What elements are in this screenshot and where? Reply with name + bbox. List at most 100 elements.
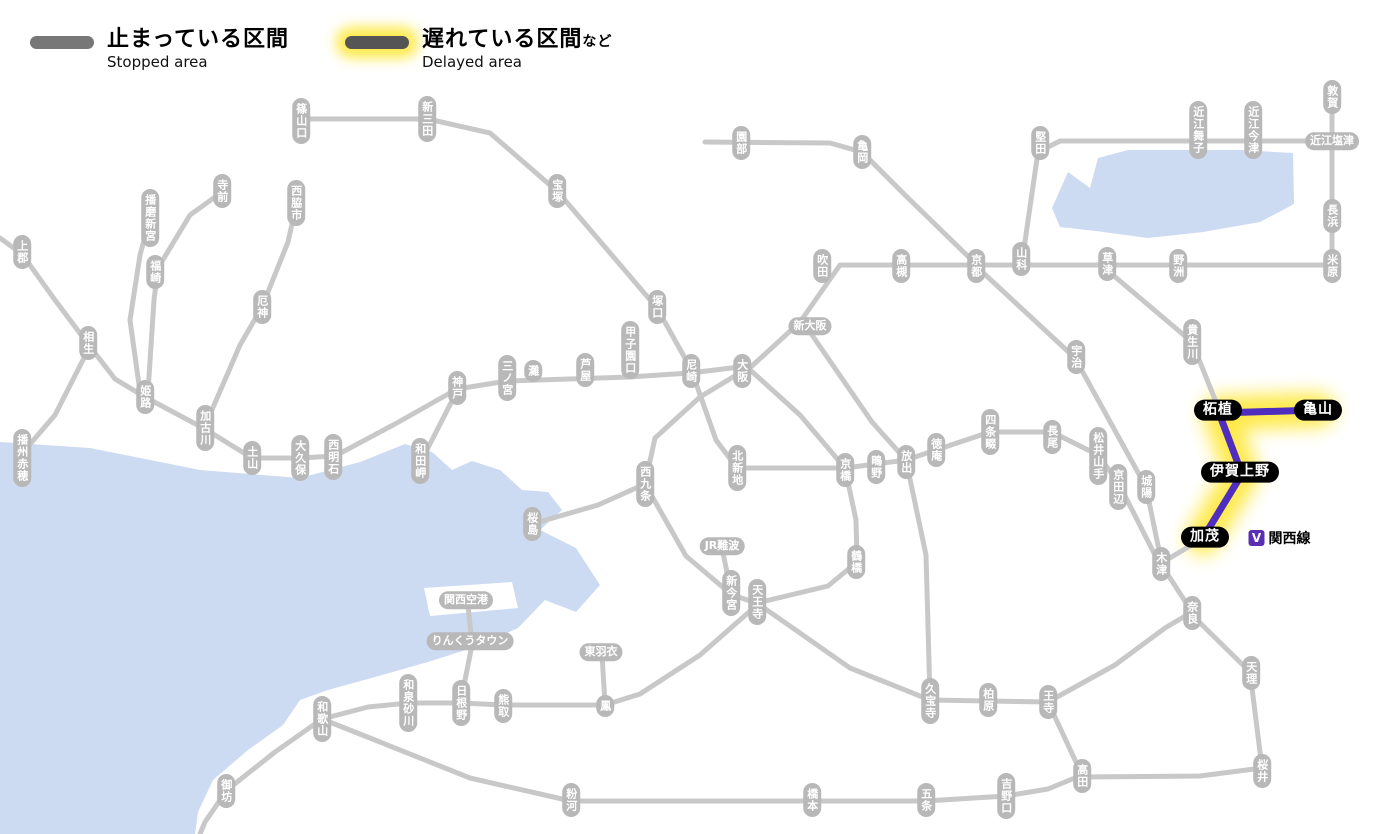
station-pill: 篠山口 — [292, 98, 310, 144]
station-pill: 米原 — [1323, 249, 1341, 283]
stopped-label: 止まっている区間 — [107, 27, 290, 52]
station-pill: 京都 — [967, 249, 985, 283]
station-pill: 宇治 — [1067, 340, 1085, 374]
station-pill: 灘 — [524, 360, 542, 382]
station-pill: 松井山手 — [1089, 427, 1107, 485]
station-pill: 宝塚 — [548, 174, 566, 208]
station-pill: 甲子園口 — [621, 321, 639, 379]
station-pill: 木津 — [1152, 547, 1170, 581]
station-pill: 柘植 — [1194, 399, 1242, 421]
station-pill: 四条畷 — [981, 409, 999, 455]
station-pill: 近江塩津 — [1305, 132, 1359, 150]
station-pill: 橋本 — [803, 783, 821, 817]
station-pill: 鳳 — [596, 695, 614, 717]
station-pill: 新三田 — [418, 96, 436, 142]
rail-line — [0, 235, 751, 461]
station-pill: 神戸 — [448, 371, 466, 405]
station-pill: 熊取 — [494, 689, 512, 723]
station-pill: 亀山 — [1294, 399, 1342, 421]
legend-stopped: 止まっている区間 Stopped area — [30, 27, 290, 72]
station-pill: 福崎 — [146, 255, 164, 289]
rail-line — [749, 262, 1335, 369]
station-pill: 西明石 — [324, 434, 342, 480]
rail-line — [975, 265, 1164, 563]
station-pill: 天王寺 — [748, 579, 766, 625]
station-pill: 西九条 — [636, 461, 654, 507]
station-pill: 土山 — [243, 441, 261, 475]
station-pill: 奈良 — [1183, 596, 1201, 630]
station-pill: 御坊 — [217, 774, 235, 808]
station-pill: 播州赤穂 — [13, 429, 31, 487]
station-pill: 園部 — [732, 126, 750, 160]
station-pill: 高田 — [1073, 759, 1091, 793]
station-pill: 尼崎 — [682, 354, 700, 388]
line-name-label: 関西線 — [1268, 531, 1311, 547]
delayed-line-sample — [345, 36, 409, 49]
delayed-sublabel: Delayed area — [422, 53, 522, 72]
station-pill: 城陽 — [1137, 470, 1155, 504]
line-status-badge: V 関西線 — [1245, 526, 1319, 550]
station-pill: 関西空港 — [439, 591, 493, 609]
station-pill: 貴生川 — [1183, 319, 1201, 365]
station-pill: 相生 — [79, 326, 97, 360]
station-pill: 京橋 — [836, 453, 854, 487]
stopped-sublabel: Stopped area — [107, 53, 208, 72]
station-pill: 厄神 — [253, 290, 271, 324]
station-pill: 加茂 — [1181, 526, 1229, 548]
station-pill: 上郡 — [13, 235, 31, 269]
station-pill: 塚口 — [648, 290, 666, 324]
station-pill: 桜島 — [523, 507, 541, 541]
rail-line — [319, 699, 1085, 804]
lake-biwa — [1052, 150, 1294, 238]
station-pill: 桜井 — [1253, 754, 1271, 788]
station-pill: 鶴橋 — [847, 545, 865, 579]
station-pill: 野洲 — [1169, 249, 1187, 283]
station-pill: 寺前 — [213, 174, 231, 208]
station-pill: 西脇市 — [287, 180, 305, 226]
station-pill: 芦屋 — [576, 353, 594, 387]
osaka-bay — [0, 442, 600, 834]
station-pill: 加古川 — [196, 405, 214, 451]
station-pill: 和泉砂川 — [399, 674, 417, 732]
station-pill: 草津 — [1098, 247, 1116, 281]
legend-delayed: 遅れている区間など Delayed area — [345, 27, 613, 72]
station-pill: 吉野口 — [997, 773, 1015, 819]
station-pill: 大久保 — [291, 435, 309, 481]
station-pill: 近江今津 — [1244, 101, 1262, 159]
station-pill: 三ノ宮 — [498, 355, 516, 401]
station-pill: 和歌山 — [313, 696, 331, 742]
station-pill: 京田辺 — [1109, 464, 1127, 510]
station-pill: 王寺 — [1039, 685, 1057, 719]
station-pill: 徳庵 — [927, 433, 945, 467]
stopped-legend-text: 止まっている区間 Stopped area — [107, 27, 290, 72]
rail-line — [689, 369, 848, 471]
station-pill: 吹田 — [813, 249, 831, 283]
delayed-rail-line — [1199, 406, 1322, 542]
delay-v-icon: V — [1248, 530, 1265, 546]
station-pill: 放出 — [897, 445, 915, 479]
delayed-label: 遅れている区間 — [422, 27, 583, 52]
station-pill: 五条 — [917, 783, 935, 817]
station-pill: 亀岡 — [853, 135, 871, 169]
station-pill: 高槻 — [892, 249, 910, 283]
station-pill: 天理 — [1242, 656, 1260, 690]
station-pill: 長浜 — [1323, 199, 1341, 233]
station-pill: 山科 — [1012, 242, 1030, 276]
station-pill: 日根野 — [452, 680, 470, 726]
station-pill: 堅田 — [1031, 126, 1049, 160]
station-pill: 新大阪 — [788, 317, 832, 335]
station-pill: 北新地 — [728, 445, 746, 491]
station-pill: 鴫野 — [867, 450, 885, 484]
delayed-suffix: など — [582, 34, 613, 50]
station-pill: 久宝寺 — [921, 678, 939, 724]
station-pill: 東羽衣 — [579, 643, 623, 661]
station-pill: りんくうタウン — [426, 632, 514, 650]
station-pill: 姫路 — [136, 380, 154, 414]
station-pill: JR難波 — [699, 537, 745, 555]
station-pill: 粉河 — [562, 783, 580, 817]
station-pill: 新今宮 — [722, 570, 740, 616]
station-pill: 近江舞子 — [1189, 101, 1207, 159]
stopped-line-sample — [30, 36, 94, 49]
